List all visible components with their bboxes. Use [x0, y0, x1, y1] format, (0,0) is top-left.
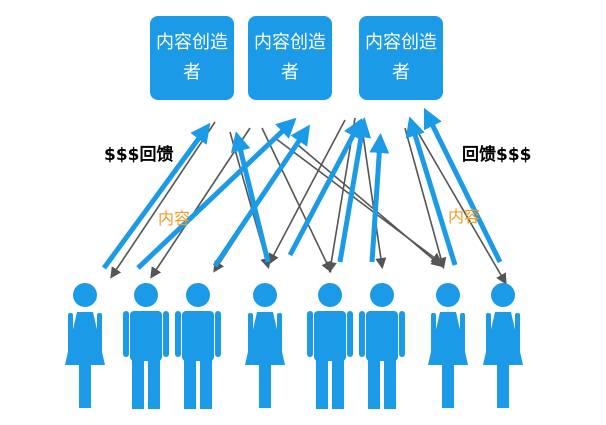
- person-male-icon: [307, 283, 353, 409]
- gray-arrow: [404, 127, 447, 270]
- blue-arrow: [136, 117, 297, 270]
- blue-arrow: [212, 124, 311, 268]
- person-female-icon: [428, 283, 468, 408]
- blue-arrow: [337, 117, 372, 263]
- blue-arrow: [287, 118, 363, 257]
- gray-arrow: [268, 119, 346, 265]
- person-female-icon: [65, 283, 105, 408]
- creator-box-3: 内容创造者: [359, 16, 443, 100]
- creator-box-1: 内容创造者: [150, 16, 234, 100]
- person-female-icon: [245, 283, 285, 408]
- creator-label: 内容创造者: [156, 32, 228, 83]
- blue-arrow: [405, 116, 458, 266]
- feedback-label-right: 回馈$$$: [462, 145, 532, 165]
- feedback-label-left: $$$回馈: [104, 145, 174, 165]
- blue-arrow: [423, 107, 503, 264]
- gray-arrow: [110, 121, 216, 279]
- content-label-right: 内容: [448, 207, 481, 226]
- content-label-left: 内容: [158, 209, 191, 228]
- person-male-icon: [123, 283, 169, 409]
- gray-arrow: [411, 121, 507, 285]
- person-female-icon: [483, 283, 523, 408]
- creator-box-2: 内容创造者: [248, 16, 332, 100]
- blue-arrow: [369, 133, 390, 263]
- person-male-icon: [359, 283, 405, 409]
- creator-label: 内容创造者: [365, 32, 437, 83]
- gray-arrow: [261, 127, 332, 273]
- blue-arrow: [230, 131, 271, 263]
- person-male-icon: [175, 283, 221, 409]
- creator-label: 内容创造者: [254, 32, 326, 83]
- audience-group: [65, 283, 523, 409]
- gray-arrow: [361, 127, 387, 270]
- blue-arrow: [101, 122, 211, 270]
